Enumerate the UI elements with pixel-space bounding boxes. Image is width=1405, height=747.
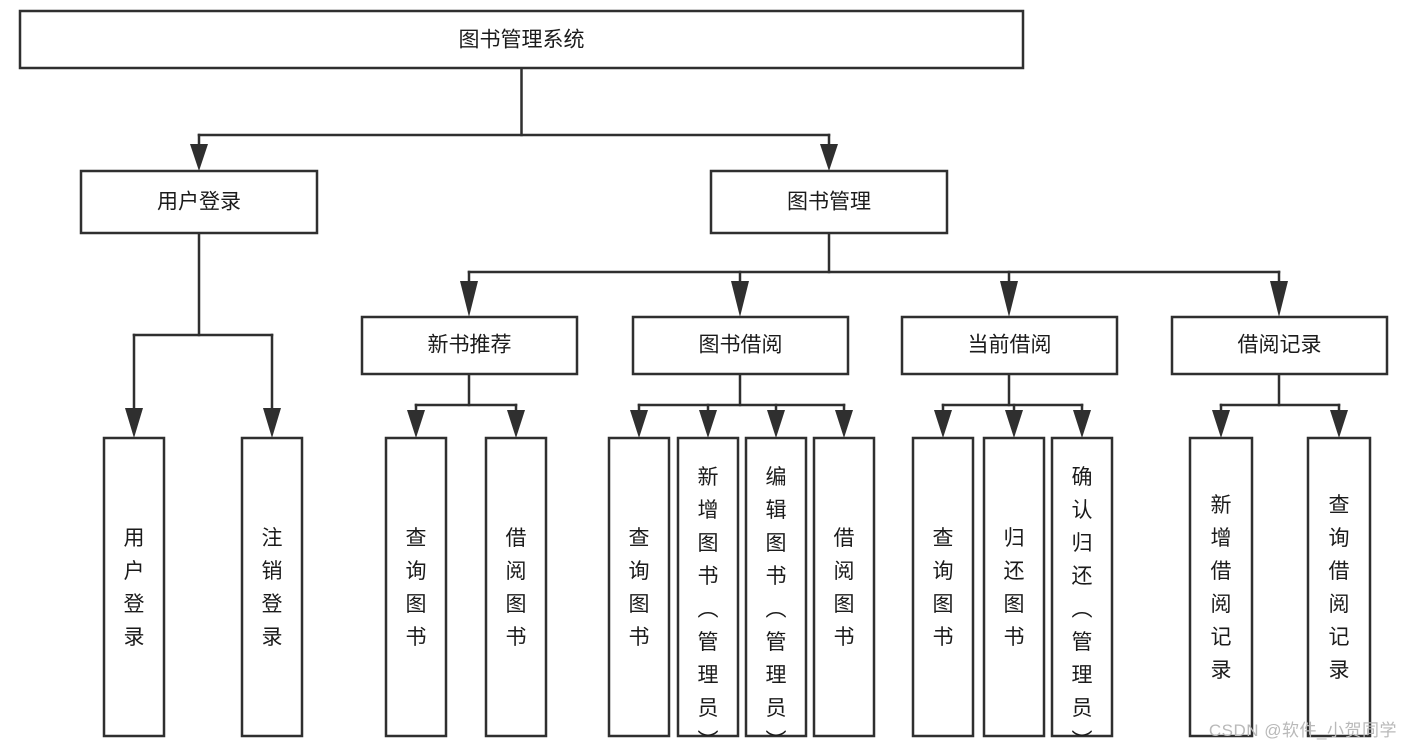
node-leaf-logout-label: 注销登录 [262, 527, 283, 649]
node-new-book-recommend[interactable]: 新书推荐 [360, 315, 579, 376]
leaf-node-layer: 用户登录 注销登录 查询图书 借阅图书 查询图书 新增图书︵管理员︶ 编辑图书︵管理员︶ 借阅… [102, 436, 1372, 747]
node-leaf-query-borrow-record[interactable]: 查询借阅记录 [1306, 436, 1372, 738]
node-leaf-borrow-book-rec[interactable]: 借阅图书 [484, 436, 548, 738]
node-leaf-user-login[interactable]: 用户登录 [102, 436, 166, 738]
node-leaf-query-book-rec-box[interactable] [384, 436, 448, 738]
node-leaf-add-book[interactable]: 新增图书︵管理员︶ [676, 436, 740, 747]
node-leaf-confirm-return-box[interactable] [1050, 436, 1114, 738]
node-leaf-user-login-box[interactable] [102, 436, 166, 738]
arrow-head-leaf-query-borrow-record [1330, 410, 1348, 438]
node-borrow-record-box[interactable] [1170, 315, 1389, 376]
node-leaf-edit-book[interactable]: 编辑图书︵管理员︶ [744, 436, 808, 747]
node-leaf-return-book-label: 归还图书 [1004, 527, 1025, 649]
arrow-head-book-borrow [731, 281, 749, 317]
arrow-head-leaf-confirm-return [1073, 410, 1091, 438]
connector-group-book-borrow [630, 372, 853, 438]
node-leaf-confirm-return[interactable]: 确认归还︵管理员︶ [1050, 436, 1114, 747]
node-leaf-query-book-rec-label: 查询图书 [406, 527, 427, 649]
arrow-head-book-management [820, 144, 838, 171]
node-current-borrow-label: 当前借阅 [968, 334, 1052, 357]
connector-group-user-login [125, 231, 281, 438]
node-leaf-add-borrow-record[interactable]: 新增借阅记录 [1188, 436, 1254, 738]
arrow-head-leaf-borrow-book-rec [507, 410, 525, 438]
connector-group-current-borrow [934, 372, 1091, 438]
node-leaf-logout-box[interactable] [240, 436, 304, 738]
connector-group-root [190, 66, 838, 171]
node-leaf-borrow-book-rec-label: 借阅图书 [506, 527, 527, 649]
node-book-management-label: 图书管理 [787, 191, 871, 214]
node-leaf-borrow-book-rec-box[interactable] [484, 436, 548, 738]
node-leaf-return-book[interactable]: 归还图书 [982, 436, 1046, 738]
node-leaf-add-book-label: 新增图书︵管理员︶ [698, 466, 719, 747]
arrow-head-leaf-borrow-book [835, 410, 853, 438]
arrow-head-leaf-user-login [125, 408, 143, 438]
node-leaf-borrow-book-label: 借阅图书 [834, 527, 855, 649]
node-root-label: 图书管理系统 [459, 29, 585, 52]
node-book-management[interactable]: 图书管理 [709, 169, 949, 235]
node-leaf-confirm-return-label: 确认归还︵管理员︶ [1072, 466, 1093, 747]
node-book-borrow[interactable]: 图书借阅 [631, 315, 850, 376]
node-leaf-query-book-borrow-label: 查询图书 [629, 527, 650, 649]
node-leaf-query-book-rec[interactable]: 查询图书 [384, 436, 448, 738]
arrow-head-leaf-return-book [1005, 410, 1023, 438]
arrow-head-leaf-edit-book [767, 410, 785, 438]
arrow-head-leaf-add-book [699, 410, 717, 438]
node-user-login-box[interactable] [79, 169, 319, 235]
node-leaf-logout[interactable]: 注销登录 [240, 436, 304, 738]
node-book-borrow-box[interactable] [631, 315, 850, 376]
arrow-head-borrow-record [1270, 281, 1288, 317]
node-leaf-borrow-book[interactable]: 借阅图书 [812, 436, 876, 738]
node-leaf-add-borrow-record-label: 新增借阅记录 [1211, 494, 1232, 682]
node-leaf-query-borrow-record-label: 查询借阅记录 [1329, 494, 1350, 682]
arrow-head-leaf-query-book-rec [407, 410, 425, 438]
node-book-management-box[interactable] [709, 169, 949, 235]
node-borrow-record-label: 借阅记录 [1238, 334, 1322, 357]
node-new-book-recommend-box[interactable] [360, 315, 579, 376]
arrow-head-leaf-query-book-borrow [630, 410, 648, 438]
arrow-head-new-book-recommend [460, 281, 478, 317]
node-leaf-edit-book-box[interactable] [744, 436, 808, 738]
node-current-borrow[interactable]: 当前借阅 [900, 315, 1119, 376]
arrow-head-leaf-add-borrow-record [1212, 410, 1230, 438]
arrow-head-leaf-logout [263, 408, 281, 438]
node-leaf-user-login-label: 用户登录 [124, 527, 145, 649]
node-user-login-label: 用户登录 [157, 191, 241, 214]
node-leaf-query-book-borrow[interactable]: 查询图书 [607, 436, 671, 738]
node-leaf-query-borrow-record-box[interactable] [1306, 436, 1372, 738]
node-leaf-query-book-borrow-box[interactable] [607, 436, 671, 738]
node-leaf-add-borrow-record-box[interactable] [1188, 436, 1254, 738]
arrow-head-leaf-query-book-current [934, 410, 952, 438]
node-leaf-edit-book-label: 编辑图书︵管理员︶ [766, 466, 787, 747]
node-leaf-add-book-box[interactable] [676, 436, 740, 738]
node-borrow-record[interactable]: 借阅记录 [1170, 315, 1389, 376]
arrow-head-user-login [190, 144, 208, 171]
node-leaf-borrow-book-box[interactable] [812, 436, 876, 738]
node-leaf-query-book-current-box[interactable] [911, 436, 975, 738]
connector-group-book-management [460, 231, 1288, 317]
node-root[interactable]: 图书管理系统 [18, 9, 1025, 70]
node-user-login[interactable]: 用户登录 [79, 169, 319, 235]
node-new-book-recommend-label: 新书推荐 [428, 334, 512, 357]
watermark-label: CSDN @软件_小贺同学 [1208, 721, 1397, 740]
node-current-borrow-box[interactable] [900, 315, 1119, 376]
node-leaf-return-book-box[interactable] [982, 436, 1046, 738]
node-leaf-query-book-current[interactable]: 查询图书 [911, 436, 975, 738]
node-root-box[interactable] [18, 9, 1025, 70]
node-book-borrow-label: 图书借阅 [699, 334, 783, 357]
arrow-head-current-borrow [1000, 281, 1018, 317]
connector-group-borrow-record [1212, 372, 1348, 438]
node-leaf-query-book-current-label: 查询图书 [933, 527, 954, 649]
connector-group-new-book-recommend [407, 372, 525, 438]
